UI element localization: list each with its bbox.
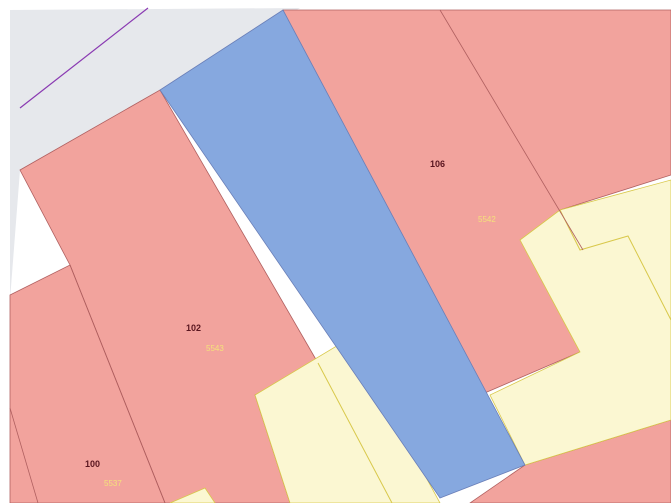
open-area-line-bottom	[317, 362, 393, 503]
parcel-edge-line	[439, 9, 584, 251]
highlighted-parcel	[159, 9, 526, 499]
parcel-106-sublabel: 5542	[478, 215, 496, 224]
open-area-bottom-left	[169, 487, 216, 503]
parcel-100	[9, 264, 166, 503]
parcel-106-label: 106	[430, 159, 445, 169]
parcel-100-sublabel: 5537	[104, 479, 122, 488]
parcel-100-label: 100	[85, 459, 100, 469]
parcel-edge-line	[69, 264, 166, 503]
boundary-line	[19, 7, 149, 109]
open-area-line-right	[559, 209, 671, 321]
open-area-right	[489, 179, 671, 466]
parcel-edge-line	[9, 407, 39, 503]
open-area-bottom	[254, 337, 441, 503]
parcel-102-label: 102	[186, 323, 201, 333]
road-area	[10, 8, 300, 300]
parcel-102-sublabel: 5543	[206, 344, 224, 353]
